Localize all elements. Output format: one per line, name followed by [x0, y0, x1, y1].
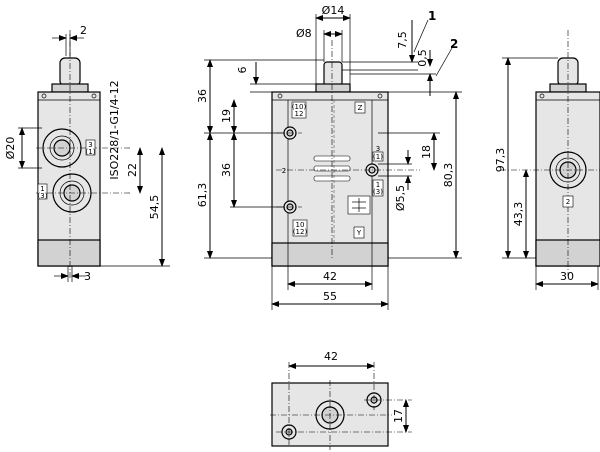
callout-1: 1: [428, 9, 436, 23]
front-view: (10) 12 Z 3 (1) 1 (3) 2 10 (12) Y Ø14 Ø8…: [196, 4, 462, 310]
dim-mount-hole: Ø5,5: [394, 185, 407, 211]
dim-pin-diameter: Ø8: [296, 27, 312, 40]
side-port-label: 2: [566, 198, 570, 206]
dim-width-outer: 55: [323, 290, 337, 303]
dim-cap-height: 6: [236, 67, 249, 74]
dim-total-height: 97,3: [494, 148, 507, 173]
dim-stroke: 7,5: [396, 31, 409, 49]
side-view: 2 97,3 43,3 30: [494, 30, 600, 290]
left-port-upper-label: 3: [88, 141, 92, 149]
dim-side-port-height: 43,3: [512, 202, 525, 227]
dim-port-54: 54,5: [148, 195, 161, 220]
left-view-screw-right: [91, 93, 97, 99]
front-right-lower-label-alt: (3): [373, 188, 383, 196]
front-top-left-label: (10): [292, 103, 307, 111]
front-top-right-label: Z: [358, 104, 363, 112]
front-view-stem: [323, 61, 343, 87]
dim-side-offset: 3: [84, 270, 91, 283]
front-right-upper-label: 3: [376, 145, 380, 153]
callout-2: 2: [450, 37, 458, 51]
left-view-screw-left: [41, 93, 47, 99]
dim-width-inner: 42: [323, 270, 337, 283]
left-port-lower-label: 1: [40, 185, 44, 193]
dim-port-spacing-18: 18: [420, 145, 433, 159]
dim-top-section: 36: [196, 89, 209, 103]
left-port-upper-label-alt: (1): [86, 148, 96, 156]
dim-port-22: 22: [126, 163, 139, 177]
front-top-left-label-alt: 12: [295, 110, 304, 118]
dim-bottom-width: 42: [324, 350, 338, 363]
dim-stem-diameter: Ø14: [322, 4, 345, 17]
front-bottom-left-label: 10: [296, 221, 305, 229]
front-view-stem-collar: [315, 83, 351, 93]
left-port-lower-label-alt: (3): [38, 192, 48, 200]
front-middle-label: 2: [282, 167, 286, 175]
dim-overtravel: 0,5: [416, 49, 429, 67]
dim-body-height: 80,3: [442, 163, 455, 188]
dim-stem-width: 2: [80, 24, 87, 37]
dim-port-pitch: 36: [220, 163, 233, 177]
dim-bottom-hole-spacing: 17: [392, 409, 405, 423]
dim-side-width: 30: [560, 270, 574, 283]
front-bottom-right-label: Y: [356, 229, 362, 237]
left-view-base: [37, 239, 101, 267]
front-view-base: [271, 242, 389, 267]
front-right-upper-label-alt: (1): [373, 153, 383, 161]
dim-port-diameter: Ø20: [4, 137, 17, 160]
dim-first-port-offset: 19: [220, 109, 233, 123]
dim-total-to-port: 61,3: [196, 183, 209, 208]
front-right-lower-label: 1: [376, 181, 380, 189]
thread-label: ISO228/1-G1/4-12: [108, 80, 121, 179]
front-bottom-left-label-alt: (12): [293, 228, 308, 236]
left-view: 3 (1) 1 (3) 2 Ø20 3 ISO228/1-G1/4-12 22 …: [4, 24, 170, 283]
bottom-view: 42 17: [270, 350, 412, 450]
